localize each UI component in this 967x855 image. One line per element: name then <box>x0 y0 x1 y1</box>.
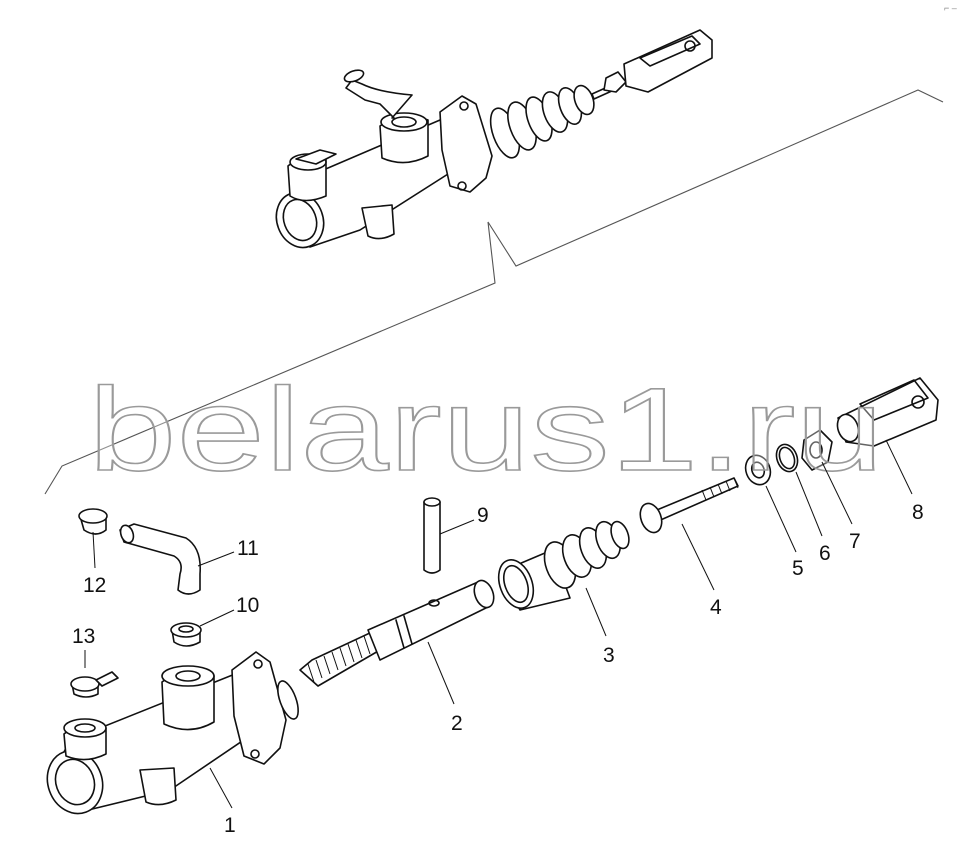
part-1-cylinder-body <box>46 651 299 815</box>
assembly-inset-frame <box>44 89 944 495</box>
leader-line-6 <box>795 471 823 537</box>
callout-7: 7 <box>849 530 861 553</box>
callout-1: 1 <box>224 814 236 837</box>
leader-line-12 <box>92 531 96 569</box>
corner-mark: ⌐ ‒ <box>944 3 957 13</box>
part-6-spring-washer <box>775 443 799 473</box>
leader-line-3 <box>585 587 607 637</box>
callout-5: 5 <box>792 557 804 580</box>
leader-line-1 <box>209 767 233 809</box>
callout-9: 9 <box>477 504 489 527</box>
callout-4: 4 <box>710 596 722 619</box>
callout-13: 13 <box>72 625 95 648</box>
part-8-clevis <box>836 377 939 447</box>
callout-10: 10 <box>236 594 259 617</box>
callout-labels: 1 2 3 4 5 6 7 8 9 10 11 12 13 <box>72 501 924 837</box>
leader-line-10 <box>199 609 235 627</box>
part-4-push-rod <box>639 477 739 534</box>
part-2-piston <box>299 579 495 687</box>
callout-6: 6 <box>819 542 831 565</box>
callout-8: 8 <box>912 501 924 524</box>
leader-lines <box>84 439 913 809</box>
assembled-boot <box>489 84 595 159</box>
callout-12: 12 <box>83 574 106 597</box>
part-11-hose <box>119 523 202 595</box>
watermark-text: belarus1.ru <box>88 364 884 496</box>
assembled-master-cylinder <box>275 29 713 249</box>
part-13-filler-cap <box>70 671 119 698</box>
part-12-cap <box>78 508 108 535</box>
leader-line-4 <box>681 523 715 591</box>
part-3-boot <box>497 520 630 611</box>
leader-line-11 <box>197 551 235 567</box>
leader-line-2 <box>427 641 455 705</box>
callout-11: 11 <box>237 537 259 560</box>
part-10-plug <box>170 622 202 647</box>
leader-line-7 <box>821 461 853 525</box>
part-7-nut <box>801 429 833 471</box>
part-5-washer <box>744 454 772 486</box>
callout-2: 2 <box>451 712 463 735</box>
leader-line-9 <box>439 519 475 535</box>
part-9-pin <box>423 497 441 574</box>
callout-3: 3 <box>603 644 615 667</box>
leader-line-8 <box>885 439 913 495</box>
leader-line-5 <box>765 485 797 553</box>
